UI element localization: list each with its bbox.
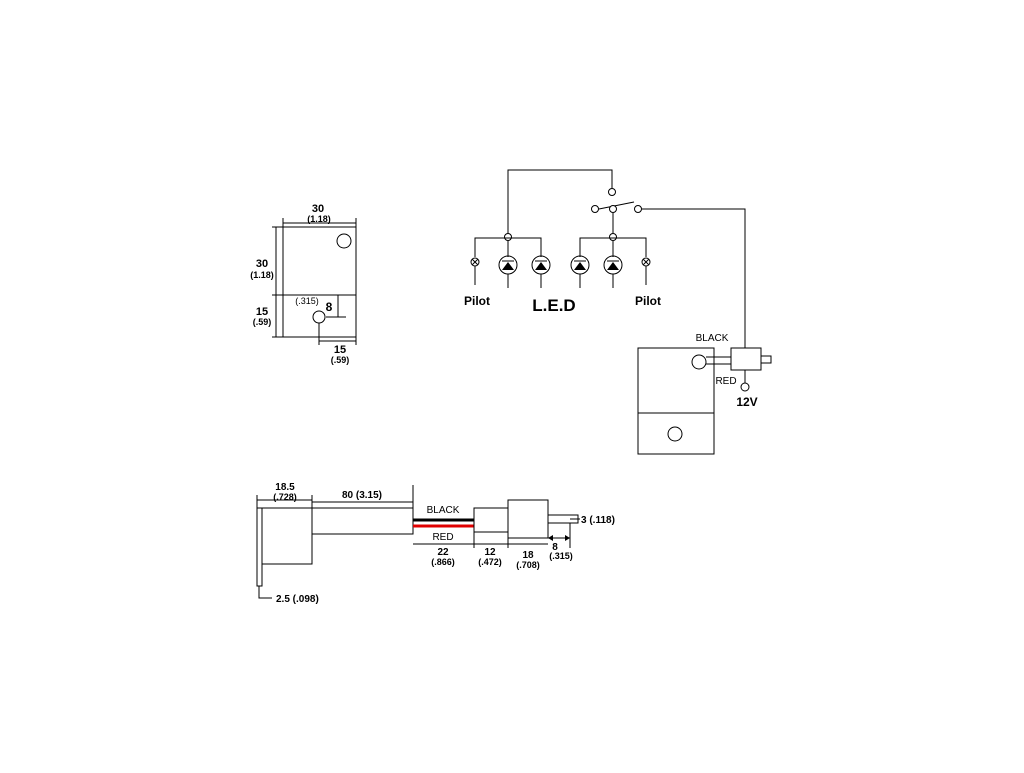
side-black-label: BLACK — [427, 505, 460, 516]
ground-terminal — [740, 382, 750, 392]
strip-mm-label: 22 — [437, 547, 449, 558]
pin-in-label: (.315) — [549, 551, 573, 561]
side-red-label: RED — [432, 532, 453, 543]
device-upper-hole — [691, 354, 707, 370]
connector-in-label: (.708) — [516, 560, 540, 570]
sleeve-mm-label: 12 — [484, 547, 496, 558]
top-wire — [507, 169, 613, 237]
connector-block — [730, 347, 762, 371]
device-body — [637, 347, 715, 455]
pin-dim-arrow-right — [565, 535, 570, 541]
led-label: L.E.D — [532, 296, 575, 315]
hole-offset-mm-label: 8 — [326, 300, 333, 314]
upper-height-mm-label: 30 — [256, 258, 268, 270]
pin-dim-arrow-left — [548, 535, 553, 541]
switch-arm — [598, 201, 635, 210]
bottom-mm-label: 15 — [334, 344, 346, 356]
led-icon — [531, 255, 551, 288]
led-icon — [603, 255, 623, 288]
led-icon — [498, 255, 518, 288]
plate-leader — [258, 586, 272, 599]
lower-hole — [312, 310, 326, 324]
black-wire-label: BLACK — [696, 333, 729, 344]
tube-label: 80 (3.15) — [342, 490, 382, 501]
strip-in-label: (.866) — [431, 557, 455, 567]
right-bus — [579, 237, 647, 257]
circuit-diagram: Pilot L.E.D Pilot BLACK RED 12V — [464, 169, 772, 455]
switch-contact-left — [591, 205, 599, 213]
pilot-right-label: Pilot — [635, 294, 661, 308]
pilot-left-label: Pilot — [464, 294, 490, 308]
connector-mm-label: 18 — [522, 550, 534, 561]
connector — [507, 499, 549, 539]
sleeve — [473, 507, 509, 533]
right-junction — [609, 233, 617, 241]
front-view: 30 (1.18) 30 (1.18) 15 (.59) 8 (.315) 15… — [250, 203, 357, 365]
pilot-lamp-right-icon — [641, 257, 651, 285]
switch-contact-mid — [609, 205, 617, 213]
plate-label: 2.5 (.098) — [276, 594, 319, 605]
bottom-in-label: (.59) — [331, 355, 350, 365]
hole-offset-in-label: (.315) — [295, 296, 319, 306]
width-in-label: (1.18) — [307, 214, 331, 224]
left-junction — [504, 233, 512, 241]
body — [261, 507, 313, 565]
left-bus — [474, 237, 542, 257]
width-mm-label: 30 — [312, 203, 324, 215]
upper-hole — [336, 233, 352, 249]
side-view: 18.5 (.728) 80 (3.15) BLACK RED 22 (.866… — [256, 482, 615, 605]
body-in-label: (.728) — [273, 492, 297, 502]
pin-dia-label: 3 (.118) — [581, 515, 615, 526]
right-supply-wire — [642, 208, 746, 348]
red-wire-label: RED — [715, 376, 736, 387]
switch-contact-right — [634, 205, 642, 213]
sleeve-in-label: (.472) — [478, 557, 502, 567]
led-icon — [570, 255, 590, 288]
pin-mm-label: 8 — [552, 542, 558, 553]
lower-height-in-label: (.59) — [253, 317, 272, 327]
mounting-plate — [256, 507, 263, 587]
upper-height-in-label: (1.18) — [250, 270, 274, 280]
connector-pin — [760, 355, 772, 364]
device-lower-hole — [667, 426, 683, 442]
lower-height-mm-label: 15 — [256, 306, 268, 318]
body-mm-label: 18.5 — [275, 482, 295, 493]
voltage-label: 12V — [736, 395, 757, 409]
pilot-lamp-left-icon — [470, 257, 480, 285]
switch-contact-top — [608, 188, 616, 196]
tube — [311, 507, 414, 535]
front-view-outline — [282, 226, 357, 338]
